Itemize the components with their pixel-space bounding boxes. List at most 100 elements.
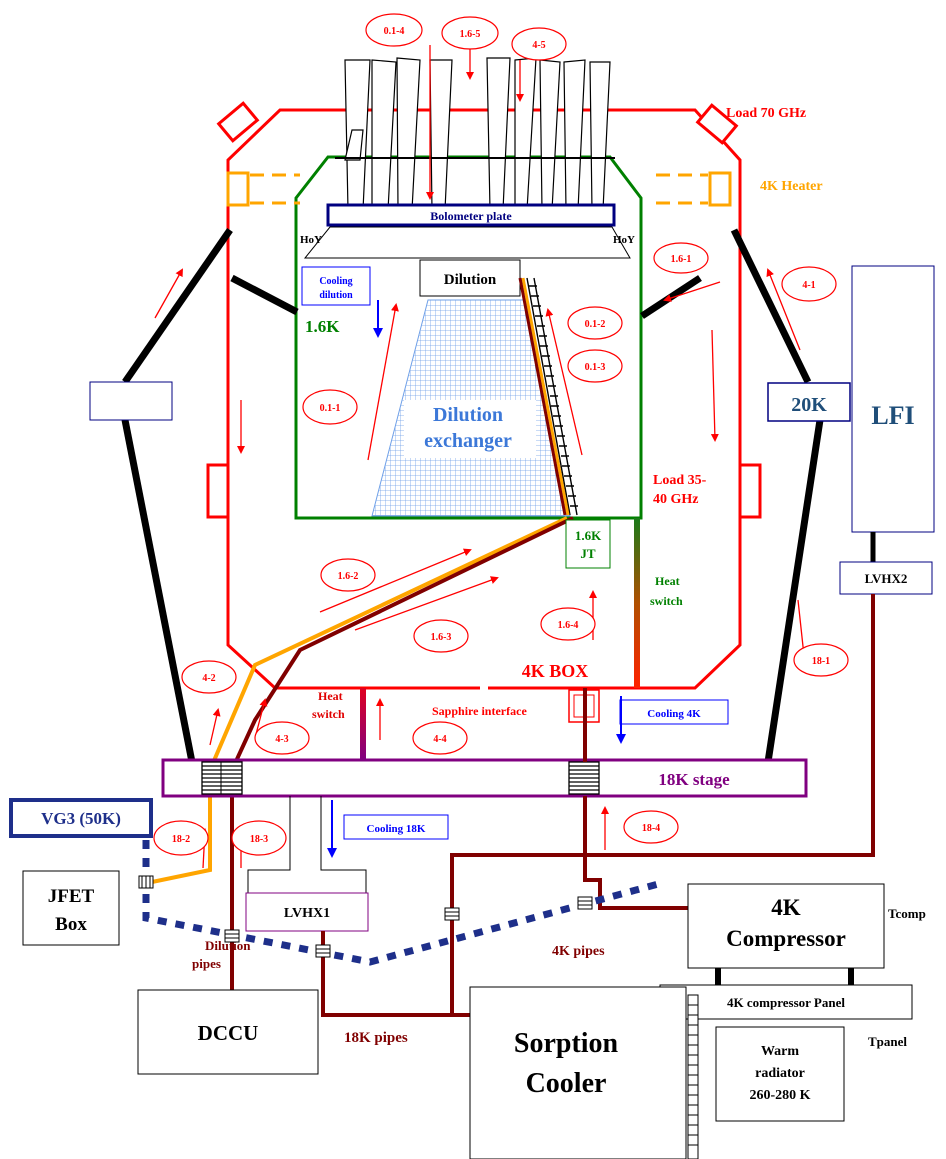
- compressor-label-1: 4K: [771, 895, 801, 920]
- heat-switch-left: [360, 688, 366, 760]
- heat-switch-right-label-2: switch: [650, 594, 683, 608]
- lvhx2-box: [839, 561, 933, 595]
- dccu-box: [137, 989, 319, 1075]
- compressor-box: [687, 883, 885, 969]
- pipe-connectors: [138, 875, 593, 958]
- oval-18-4: 18-4: [642, 823, 660, 834]
- sapphire-label: Sapphire interface: [432, 704, 527, 718]
- bolometer-plate: [326, 203, 616, 227]
- cooling-dilution-label-1: Cooling: [319, 276, 352, 287]
- 18k-stage: [161, 758, 808, 798]
- cooling-4k-label: Cooling 4K: [647, 708, 701, 720]
- 4k-heater: [226, 171, 732, 207]
- oval-4-4: 4-4: [433, 734, 446, 745]
- lvhx1-box: [245, 892, 369, 932]
- load-35-left: [206, 463, 230, 519]
- compressor-label-2: Compressor: [726, 926, 846, 951]
- oval-1.6-2: 1.6-2: [338, 571, 359, 582]
- oval-0.1-2: 0.1-2: [585, 319, 606, 330]
- lvhx2-label: LVHX2: [865, 571, 908, 586]
- vg3-label: VG3 (50K): [41, 809, 121, 828]
- load-70-right: [695, 103, 739, 145]
- heat-switch-right: [634, 518, 640, 688]
- sorption-cooler-label-2: Cooler: [526, 1068, 607, 1099]
- oval-18-2: 18-2: [172, 834, 190, 845]
- 4k-pipes-label: 4K pipes: [552, 944, 605, 959]
- cooling-dilution-label-2: dilution: [319, 290, 353, 301]
- oval-4-3: 4-3: [275, 734, 288, 745]
- oval-4-2: 4-2: [202, 673, 215, 684]
- load-35-label-1: Load 35-: [653, 473, 707, 488]
- cooling-pipes: [321, 594, 875, 1017]
- 4k-box-label: 4K BOX: [522, 661, 589, 681]
- 20k-box: [767, 382, 851, 422]
- dilution-exchanger-label-1: Dilution: [433, 404, 503, 426]
- jfet-label-1: JFET: [48, 886, 95, 907]
- hoy-right-label: HoY: [613, 234, 635, 246]
- oval-0.1-4: 0.1-4: [384, 26, 405, 37]
- lfi-box: [851, 265, 935, 533]
- 4k-heater-label: 4K Heater: [760, 179, 823, 194]
- 18k-pipes-label: 18K pipes: [344, 1030, 408, 1046]
- heat-switch-right-label-1: Heat: [655, 574, 680, 588]
- dilution-label: Dilution: [444, 272, 497, 288]
- darkred-pipe: [230, 516, 574, 1040]
- dccu-label: DCCU: [198, 1021, 259, 1045]
- oval-4-5: 4-5: [532, 40, 545, 51]
- cooling-18k-box: [343, 814, 449, 840]
- vg3-box: [9, 798, 153, 838]
- dilution-exchanger-label-2: exchanger: [424, 430, 512, 452]
- oval-1.6-4: 1.6-4: [558, 620, 579, 631]
- cooling-dilution-box: [301, 266, 371, 306]
- sorption-cooler-label-1: Sorption: [514, 1028, 619, 1059]
- warm-radiator-label-3: 260-280 K: [749, 1088, 810, 1103]
- oval-4-1: 4-1: [802, 280, 815, 291]
- oval-0.1-1: 0.1-1: [320, 403, 341, 414]
- dilution-pipes-label-1: Dilution: [205, 938, 251, 953]
- lfi-label: LFI: [871, 401, 914, 430]
- oval-0.1-3: 0.1-3: [585, 362, 606, 373]
- cooling-18k-label: Cooling 18K: [367, 823, 426, 835]
- tcomp-label: Tcomp: [888, 906, 926, 921]
- oval-1.6-5: 1.6-5: [460, 29, 481, 40]
- load-70-label: Load 70 GHz: [726, 106, 806, 121]
- 20k-label: 20K: [791, 394, 827, 416]
- jfet-label-2: Box: [55, 914, 87, 935]
- warm-radiator-box: [715, 1026, 845, 1122]
- tpanel-label: Tpanel: [868, 1034, 907, 1049]
- jt-box: [565, 519, 611, 569]
- sorption-cooler-box: [469, 986, 687, 1159]
- load-70-left: [216, 101, 260, 143]
- heat-switch-left-label-1: Heat: [318, 689, 343, 703]
- jt-label-2: JT: [580, 546, 596, 561]
- dilution-pipes-label-2: pipes: [192, 956, 221, 971]
- heat-switch-left-label-2: switch: [312, 707, 345, 721]
- bolometer-plate-label: Bolometer plate: [430, 209, 512, 223]
- horn-feeds: [344, 57, 611, 211]
- 1.6k-label: 1.6K: [305, 317, 340, 336]
- warm-radiator-label-2: radiator: [755, 1066, 805, 1081]
- lvhx1-label: LVHX1: [284, 906, 330, 921]
- 18k-heat-exchangers: [201, 761, 600, 795]
- sorption-radiator-fins: [687, 994, 699, 1159]
- jfet-box: [22, 870, 120, 946]
- flow-oval-labels: 0.1-4 1.6-5 4-5 1.6-1 4-1 0.1-2 0.1-3 0.…: [172, 26, 830, 845]
- jt-label-1: 1.6K: [575, 528, 602, 543]
- left-strut-box: [89, 381, 173, 421]
- dilution-box: [419, 259, 521, 297]
- oval-1.6-1: 1.6-1: [671, 254, 692, 265]
- load-35-right: [738, 463, 762, 519]
- hoy-plate: [303, 226, 631, 259]
- oval-1.6-3: 1.6-3: [431, 632, 452, 643]
- dilution-ladder: [526, 277, 578, 516]
- heat-flow-arrows: [154, 40, 809, 869]
- compressor-panel-label: 4K compressor Panel: [727, 995, 845, 1010]
- load-35-label-2: 40 GHz: [653, 492, 699, 507]
- cooling-4k-box: [619, 699, 729, 725]
- flow-ovals: [153, 13, 849, 856]
- warm-radiator-label-1: Warm: [761, 1044, 799, 1059]
- hoy-left-label: HoY: [300, 234, 322, 246]
- lvhx1-bracket: [247, 796, 291, 893]
